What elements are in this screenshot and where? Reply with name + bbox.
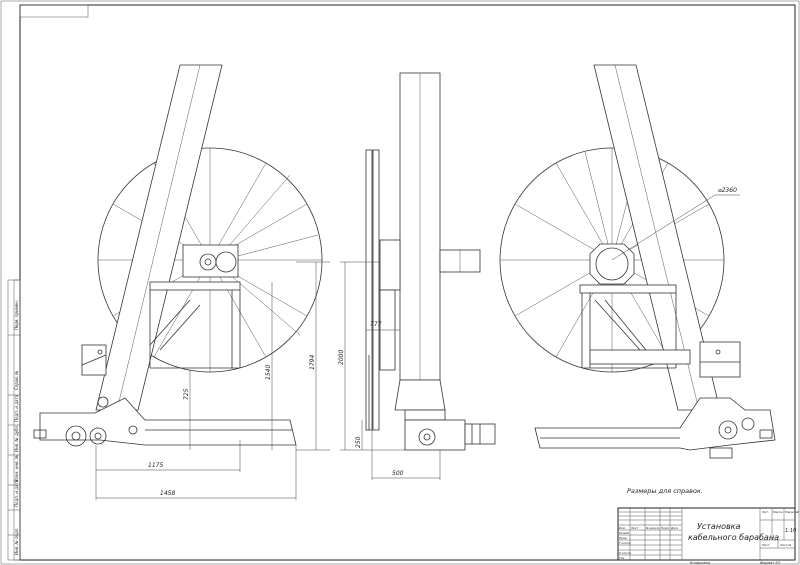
right-arm — [589, 349, 691, 365]
center-view: 2000 777 250 500 — [338, 72, 496, 480]
top-stamp-box — [19, 4, 89, 18]
right-bracket — [699, 341, 741, 378]
title-block: Изм. Лист № докум. Подп. Дата Разраб. Пр… — [617, 507, 799, 561]
left-base-trailer — [33, 396, 297, 447]
format-label: Формат А3 — [760, 561, 780, 565]
center-lower-carriage — [394, 379, 496, 451]
right-hub — [589, 243, 635, 285]
side-label: Взам. инв. № — [14, 455, 19, 482]
col-scale: Масштаб — [785, 510, 799, 514]
dim-250: 250 — [355, 436, 362, 448]
right-base-trailer — [534, 397, 776, 459]
tb-row-label: Изм. — [619, 526, 626, 530]
dim-1458: 1458 — [160, 490, 175, 497]
col-lit: Лит. — [761, 510, 769, 514]
side-label: Перв. примен. — [14, 300, 19, 330]
dim-diameter-2360: ⌀2360 — [718, 187, 737, 194]
side-label: Справ. № — [14, 371, 19, 390]
left-margin-strips: Перв. примен. Справ. № Подп. и дата Инв.… — [7, 279, 21, 561]
tb-row-label: Пров. — [619, 536, 627, 540]
dim-777: 777 — [370, 321, 382, 328]
tb-row-label: Дата — [670, 526, 679, 530]
tb-row-label: Утв. — [619, 556, 625, 560]
tb-row-label: Лист — [630, 526, 638, 530]
tb-row-label: Разраб. — [619, 531, 630, 535]
col-mass: Масса — [773, 510, 783, 514]
left-support-frame — [149, 281, 241, 369]
drawing-title-line1: Установка — [697, 522, 741, 531]
right-diameter-leader — [611, 194, 716, 261]
dim-2000: 2000 — [338, 350, 345, 365]
dim-1175: 1175 — [148, 462, 163, 469]
center-drum-plates — [365, 149, 401, 431]
side-label: Подп. и дата — [14, 479, 19, 507]
copied-label: Копировал — [690, 561, 711, 565]
left-dimensions — [95, 261, 330, 500]
dim-1794: 1794 — [309, 355, 316, 370]
col-sheets: Листов — [779, 543, 791, 547]
tb-row-label: Подп. — [661, 526, 670, 530]
dim-1540: 1540 — [265, 365, 272, 380]
left-bracket — [81, 344, 107, 376]
drawing-note: Размеры для справок. — [627, 487, 703, 495]
center-dimensions — [340, 261, 441, 480]
dim-500: 500 — [392, 470, 404, 477]
side-label: Инв. № дубл. — [14, 425, 19, 452]
tb-row-label: Н.контр. — [619, 551, 632, 555]
col-sheet: Лист — [761, 543, 770, 547]
tb-row-label: № докум. — [645, 526, 660, 530]
left-view: 1175 1458 725 1540 1794 — [33, 64, 330, 500]
dim-725: 725 — [183, 388, 190, 400]
drawing-scale: 1:10 — [785, 528, 796, 534]
side-label: Инв. № подл. — [14, 527, 19, 555]
side-label: Подп. и дата — [14, 394, 19, 422]
right-view: ⌀2360 — [499, 64, 776, 459]
drawing-title-line2: кабельного барабана — [688, 533, 779, 542]
left-tilted-mast — [95, 64, 223, 411]
tb-row-label: Т.контр. — [619, 541, 631, 545]
